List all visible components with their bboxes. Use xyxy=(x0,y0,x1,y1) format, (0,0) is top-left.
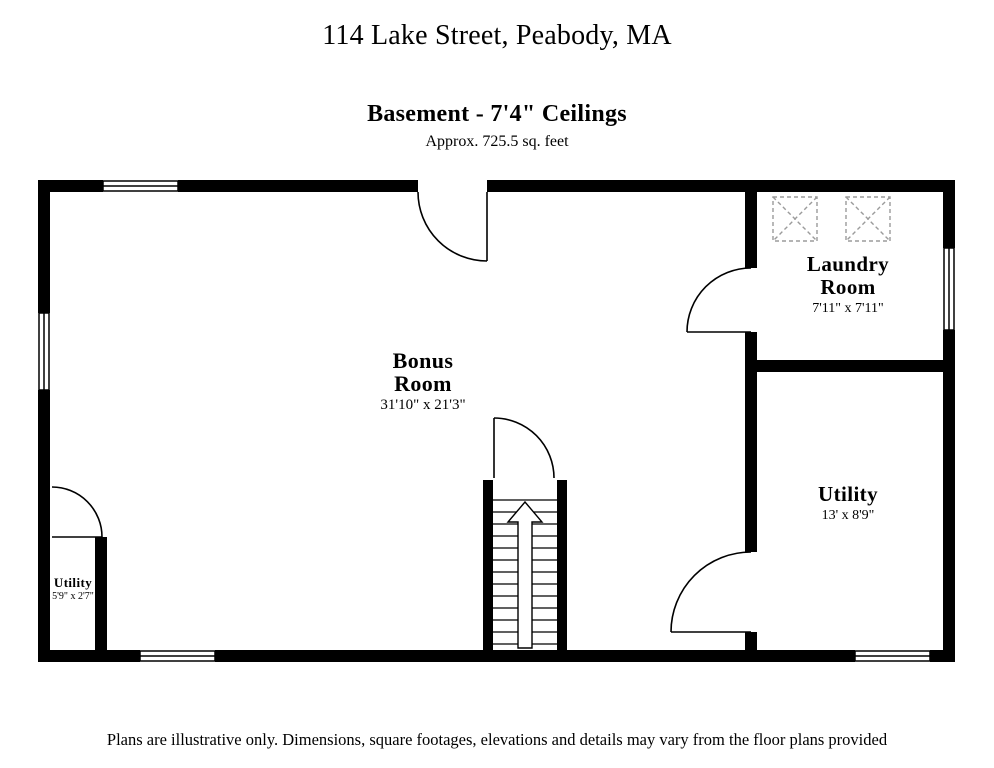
stairs-direction-arrow xyxy=(506,500,544,649)
room-name: Room xyxy=(394,371,452,396)
doors xyxy=(51,191,752,633)
floor-title: Basement - 7'4" Ceilings xyxy=(367,101,627,127)
room-label-bonus: Bonus Room 31'10" x 21'3" xyxy=(313,349,533,414)
door-arc-laundry xyxy=(686,267,752,333)
room-name: Utility xyxy=(53,575,93,590)
door-arc-stairs xyxy=(493,417,555,479)
room-name: Utility xyxy=(818,482,878,506)
dryer-icon xyxy=(845,196,891,242)
door-arc-closet xyxy=(51,486,103,538)
washer-icon xyxy=(772,196,818,242)
windows xyxy=(38,180,955,662)
room-name: Room xyxy=(820,275,876,299)
walls xyxy=(38,180,955,662)
door-arc-entry xyxy=(417,191,488,262)
room-label-utility: Utility 13' x 8'9" xyxy=(748,483,948,524)
room-dimensions: 7'11" x 7'11" xyxy=(812,301,884,316)
stairs-icon xyxy=(493,499,557,649)
door-arc-utility xyxy=(670,551,752,633)
appliances xyxy=(772,196,891,242)
room-dimensions: 5'9" x 2'7" xyxy=(52,591,94,602)
window-icon xyxy=(38,312,50,391)
room-label-utility-closet: Utility 5'9" x 2'7" xyxy=(23,575,123,602)
room-dimensions: 31'10" x 21'3" xyxy=(380,397,466,413)
window-icon xyxy=(854,650,931,662)
window-icon xyxy=(943,247,955,331)
floor-area-text: Approx. 725.5 sq. feet xyxy=(425,133,569,150)
room-dimensions: 13' x 8'9" xyxy=(821,508,875,523)
room-name: Bonus xyxy=(392,348,454,373)
room-label-laundry: Laundry Room 7'11" x 7'11" xyxy=(748,253,948,317)
disclaimer-text: Plans are illustrative only. Dimensions,… xyxy=(106,730,888,749)
page-title: 114 Lake Street, Peabody, MA xyxy=(322,20,672,51)
window-icon xyxy=(102,180,179,192)
room-name: Laundry xyxy=(806,252,890,276)
window-icon xyxy=(139,650,216,662)
